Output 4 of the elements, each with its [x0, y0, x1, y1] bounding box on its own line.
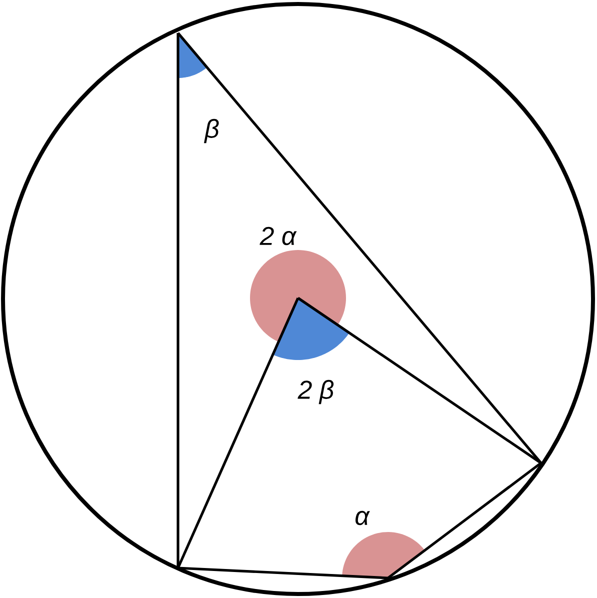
angle-label: 2 β [298, 380, 334, 404]
angle-label: α [356, 510, 370, 526]
angle-label: 2 α [260, 226, 297, 246]
angle-label: β [204, 118, 219, 144]
